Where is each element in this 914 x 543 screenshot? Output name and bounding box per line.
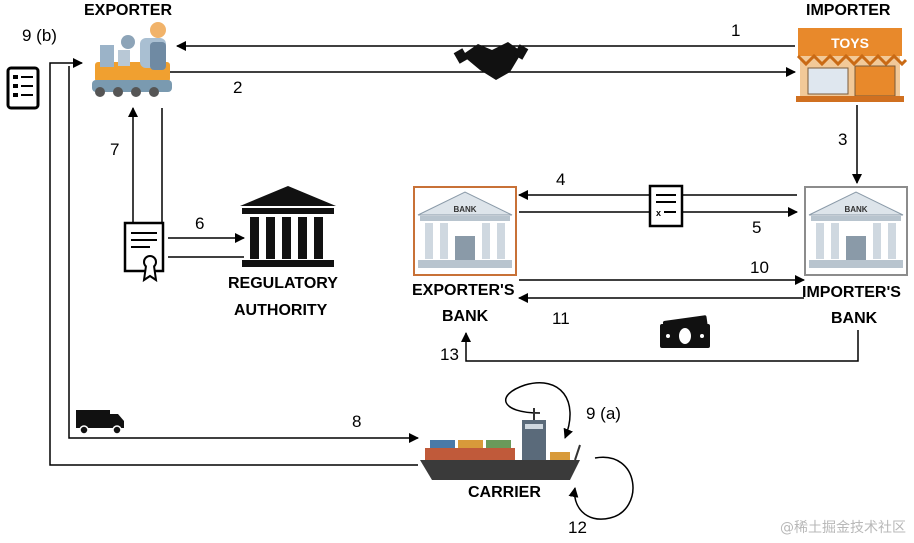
importer-label: IMPORTER [806,2,891,19]
step-label-13: 13 [440,345,459,364]
regulatory-authority-label-line2: AUTHORITY [234,302,328,319]
importers-bank-icon: BANK [804,186,908,276]
importers-bank-sign: BANK [844,205,867,214]
step-label-6: 6 [195,214,205,233]
importers-bank-label-line2: BANK [831,310,878,327]
exporters-bank-label-line1: EXPORTER'S [412,282,515,299]
truck-icon [76,410,124,435]
loop-step-9a [505,382,573,439]
loop-step-12 [568,456,634,520]
arrow-step-9b [49,58,418,466]
watermark: @稀土掘金技术社区 [780,520,906,536]
exporter-icon [92,22,172,97]
carrier-label: CARRIER [468,484,541,501]
step-label-10: 10 [750,258,769,277]
step-label-11: 11 [552,309,570,328]
step-label-5: 5 [752,218,762,237]
step-label-3: 3 [838,130,848,149]
certificate-icon [123,221,165,283]
carrier-ship-icon [420,408,581,480]
regulatory-authority-label-line1: REGULATORY [228,275,338,292]
step-label-8: 8 [352,412,362,431]
step-label-12: 12 [568,518,587,537]
svg-text:x: x [656,208,661,218]
toys-sign: TOYS [831,35,869,51]
step-label-4: 4 [556,170,566,189]
money-icon [660,315,710,348]
regulatory-authority-icon [240,186,336,267]
step-label-9a: 9 (a) [586,404,621,423]
exporters-bank-icon: BANK [413,186,517,276]
step-label-2: 2 [233,78,243,97]
exporters-bank-sign: BANK [453,205,476,214]
importer-icon: TOYS [796,28,908,102]
step-label-1: 1 [731,21,741,40]
step-label-7: 7 [110,140,120,159]
handshake-icon [453,42,529,80]
step-label-9b: 9 (b) [22,26,57,45]
exporter-label: EXPORTER [84,2,173,19]
exporters-bank-label-line2: BANK [442,308,489,325]
arrow-step-13 [461,330,859,362]
arrow-step-8 [68,66,419,443]
invoice-icon: x [648,184,684,228]
importers-bank-label-line1: IMPORTER'S [802,284,901,301]
checklist-icon [6,66,40,110]
